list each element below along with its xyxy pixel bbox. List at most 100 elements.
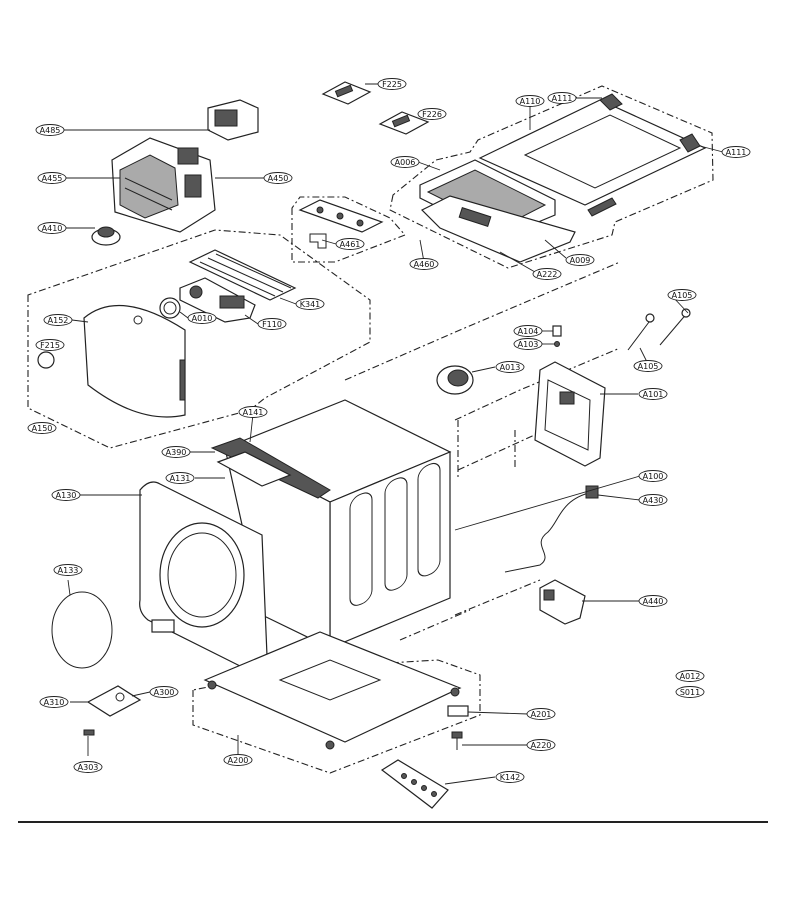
label-oval: [165, 472, 195, 484]
label-a009: A009: [565, 254, 595, 266]
label-text: K341: [300, 300, 321, 309]
label-oval: [495, 771, 525, 783]
label-a220: A220: [526, 739, 556, 751]
part-a105: [627, 308, 691, 351]
label-oval: [377, 78, 407, 90]
label-a152: A152: [43, 314, 73, 326]
label-a201: A201: [526, 708, 556, 720]
label-text: A222: [537, 270, 558, 279]
label-oval: [295, 298, 325, 310]
label-f110: F110: [257, 318, 287, 330]
part-f110: [179, 277, 256, 323]
label-oval: [35, 124, 65, 136]
label-a200: A200: [223, 754, 253, 766]
label-text: A100: [643, 472, 664, 481]
part-a303: [83, 729, 95, 736]
label-a012: A012: [675, 670, 705, 682]
label-oval: [149, 686, 179, 698]
part-a100-cabinet: [223, 399, 452, 649]
label-oval: [238, 406, 268, 418]
label-text: A105: [672, 291, 693, 300]
part-a101: [534, 361, 606, 467]
label-a010: A010: [187, 312, 217, 324]
label-text: A430: [643, 496, 664, 505]
projection-line-4: [454, 579, 541, 616]
label-a410: A410: [37, 222, 67, 234]
label-a485: A485: [35, 124, 65, 136]
label-oval: [73, 761, 103, 773]
part-a009: [420, 195, 576, 263]
label-text: A450: [268, 174, 289, 183]
part-a485: [207, 99, 259, 141]
label-text: A440: [643, 597, 664, 606]
label-f215: F215: [35, 339, 65, 351]
label-a303: A303: [73, 761, 103, 773]
label-text: A103: [518, 340, 539, 349]
part-f215: [37, 351, 55, 369]
label-text: A131: [170, 474, 191, 483]
label-a130: A130: [51, 489, 81, 501]
label-text: A410: [42, 224, 63, 233]
label-a110: A110: [515, 95, 545, 107]
label-a461: A461: [335, 238, 365, 250]
label-text: A006: [395, 158, 416, 167]
label-oval: [257, 318, 287, 330]
part-a455-a450: [111, 137, 216, 233]
label-oval: [37, 222, 67, 234]
label-text: A012: [680, 672, 701, 681]
label-s011: S011: [675, 686, 705, 698]
label-oval: [53, 564, 83, 576]
label-oval: [51, 489, 81, 501]
label-text: A105: [638, 362, 659, 371]
label-oval: [409, 258, 439, 270]
label-a101: A101: [638, 388, 668, 400]
label-a460: A460: [409, 258, 439, 270]
label-oval: [633, 360, 663, 372]
label-oval: [515, 95, 545, 107]
label-text: A201: [531, 710, 552, 719]
label-a390: A390: [161, 446, 191, 458]
label-oval: [37, 172, 67, 184]
part-a111-hinges: [599, 93, 701, 153]
part-f225: [321, 81, 372, 105]
label-f225: F225: [377, 78, 407, 90]
part-a130-front-panel: [139, 481, 269, 681]
label-a131: A131: [165, 472, 195, 484]
label-oval: [721, 146, 751, 158]
label-text: A460: [414, 260, 435, 269]
label-text: S011: [680, 688, 700, 697]
label-oval: [675, 686, 705, 698]
label-text: A104: [518, 327, 539, 336]
label-a100: A100: [638, 470, 668, 482]
part-k142: [380, 759, 449, 809]
label-text: A485: [40, 126, 61, 135]
label-a430: A430: [638, 494, 668, 506]
part-a430: [504, 485, 599, 573]
label-text: A303: [78, 763, 99, 772]
label-text: A390: [166, 448, 187, 457]
label-oval: [513, 338, 543, 350]
label-text: A010: [192, 314, 213, 323]
label-a111a: A111: [547, 92, 577, 104]
part-a200-base: [203, 631, 462, 750]
label-text: A150: [32, 424, 53, 433]
label-oval: [390, 156, 420, 168]
label-a103: A103: [513, 338, 543, 350]
top-cover-group-outline: [389, 85, 714, 269]
label-a150: A150: [27, 422, 57, 434]
label-a105b: A105: [667, 289, 697, 301]
label-text: A200: [228, 756, 249, 765]
label-oval: [526, 708, 556, 720]
label-oval: [187, 312, 217, 324]
label-text: A461: [340, 240, 361, 249]
label-oval: [667, 289, 697, 301]
part-a133: [51, 591, 113, 669]
label-oval: [39, 696, 69, 708]
label-text: F110: [262, 320, 282, 329]
label-oval: [263, 172, 293, 184]
label-a111b: A111: [721, 146, 751, 158]
label-text: A220: [531, 741, 552, 750]
label-text: A455: [42, 174, 63, 183]
label-a104: A104: [513, 325, 543, 337]
